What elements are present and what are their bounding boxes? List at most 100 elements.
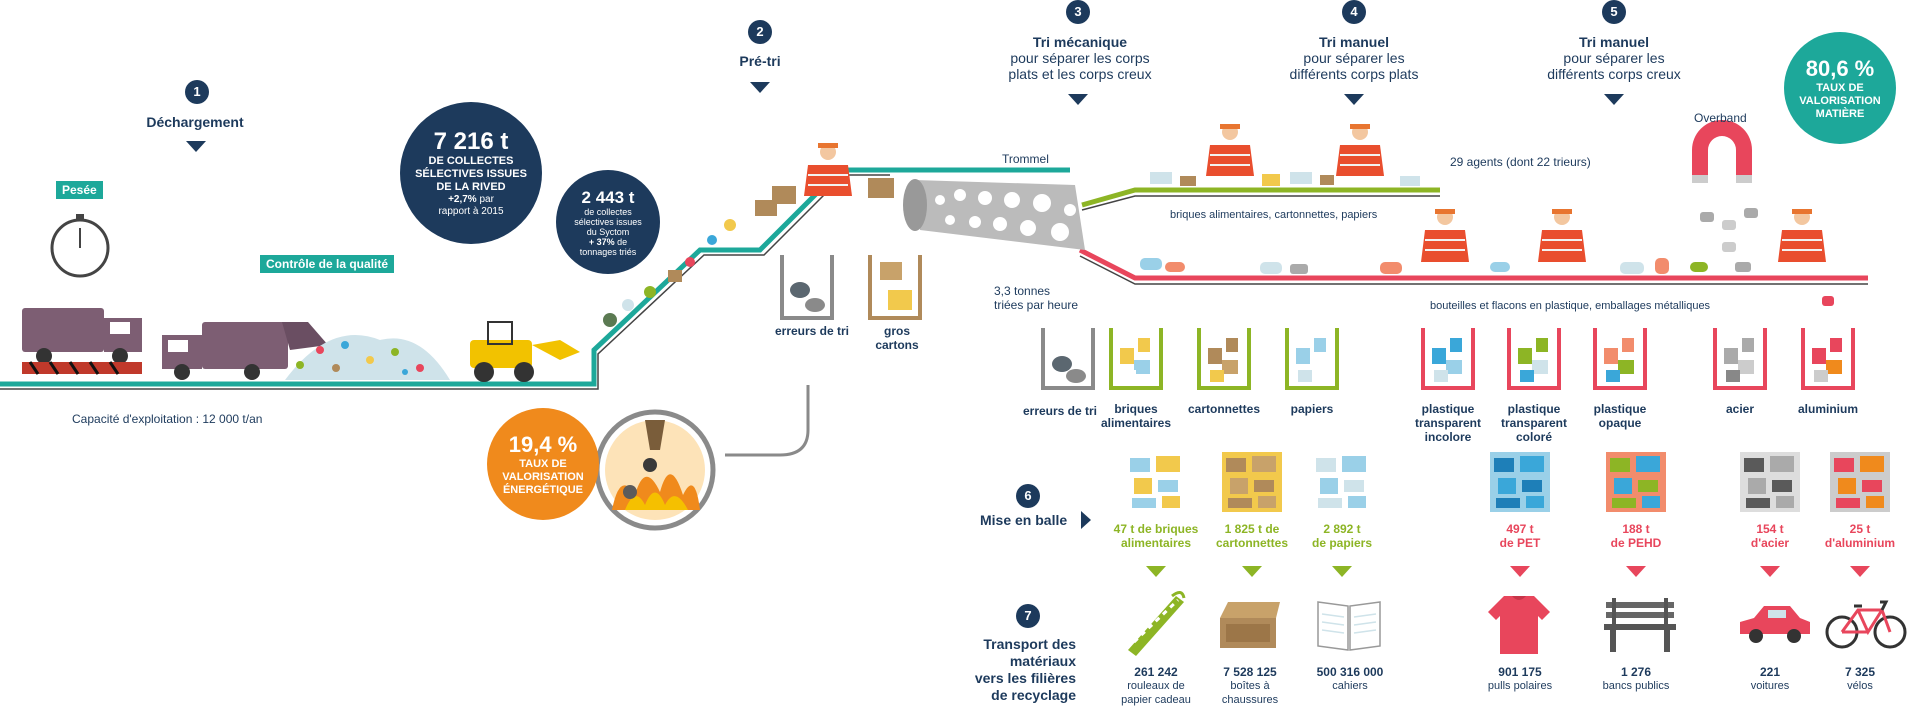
product-icon [1824, 588, 1908, 663]
product-count: 221 [1759, 665, 1781, 679]
bin-icon [1109, 328, 1163, 390]
material-bin-label-line: coloré [1515, 430, 1552, 444]
bale-tonnage-line: 25 t [1849, 522, 1871, 536]
material-bin-label-line: acier [1725, 402, 1755, 416]
hollow-conveyor [1078, 247, 1868, 281]
step-2-number: 2 [748, 20, 772, 44]
material-line1: TAUX DE [1816, 81, 1864, 94]
bin-icon [1197, 328, 1251, 390]
hollow-line-workers [1140, 209, 1826, 274]
rived-value: 7 216 t [433, 127, 509, 155]
presort-errors-label: erreurs de tri [774, 324, 850, 338]
energy-value: 19,4 % [508, 431, 578, 457]
syctom-line5: tonnages triés [579, 246, 637, 257]
bale-icon [1606, 452, 1666, 512]
overband-magnet [1692, 120, 1834, 306]
truck-2 [162, 322, 328, 380]
presort-worker [772, 143, 894, 204]
flat-conveyor [1081, 187, 1440, 208]
syctom-pct-rest: de [614, 236, 628, 247]
step-5-sub2: différents corps creux [1547, 66, 1681, 82]
product-desc-line: cahiers [1332, 680, 1368, 692]
material-value: 80,6 % [1805, 55, 1875, 81]
product-count: 7 325 [1844, 665, 1876, 679]
material-bin [1800, 326, 1856, 397]
bin-icon [1285, 328, 1339, 390]
bin-icon [1507, 328, 1561, 390]
syctom-pct: + 37% [588, 236, 615, 247]
material-bin [1712, 326, 1768, 397]
product-count: 500 316 000 [1316, 665, 1384, 679]
presort-bin-cartons [868, 255, 922, 320]
agents-label: 29 agents (dont 22 trieurs) [1450, 155, 1591, 169]
step-4-title: Tri manuel pour séparer les différents c… [1254, 34, 1454, 82]
bale-tonnage-line: 1 825 t de [1224, 522, 1280, 536]
bale-tonnage-line: alimentaires [1120, 536, 1192, 550]
mech-errors-bin [1041, 328, 1095, 390]
step-7-line4: de recyclage [991, 687, 1076, 703]
syctom-collection-badge: 2 443 t de collectes sélectives issues d… [556, 170, 660, 274]
bale-tonnage-line: d'aluminium [1824, 536, 1896, 550]
bale-icon [1312, 452, 1372, 512]
step-3-arrow-icon [1068, 94, 1088, 105]
step-3-sub2: plats et les corps creux [1008, 66, 1152, 82]
material-bin-label: cartonnettes [1180, 402, 1268, 416]
material-line3: MATIÈRE [1815, 107, 1865, 120]
step-3-title: Tri mécanique pour séparer les corps pla… [980, 34, 1180, 82]
step-6-title: Mise en balle [980, 512, 1068, 528]
product-desc-line: bancs publics [1602, 680, 1670, 692]
bale-arrow-icon [1146, 566, 1166, 577]
product-count: 7 528 125 [1223, 665, 1277, 679]
material-bin [1284, 326, 1340, 397]
material-bin [1108, 326, 1164, 397]
step-4-arrow-icon [1344, 94, 1364, 105]
capacity-label: Capacité d'exploitation : 12 000 t/an [72, 412, 263, 426]
reject-line [725, 385, 810, 457]
step-4-heading: Tri manuel [1318, 34, 1390, 50]
product-count: 1 276 [1620, 665, 1652, 679]
bale-tonnage-line: de PEHD [1610, 536, 1662, 550]
product-icon [1734, 588, 1814, 663]
bale-tonnage-line: 497 t [1506, 522, 1534, 536]
product-desc-line: papier cadeau [1121, 694, 1191, 706]
mech-errors-label: erreurs de tri [1022, 404, 1098, 418]
bin-icon [1713, 328, 1767, 390]
step-4-sub2: différents corps plats [1289, 66, 1419, 82]
step-6-number: 6 [1016, 484, 1040, 508]
material-bin-label-line: plastique [1421, 402, 1475, 416]
presort-cartons-label: gros cartons [875, 324, 919, 352]
energy-recovery-badge: 19,4 % TAUX DE VALORISATION ÉNERGÉTIQUE [487, 408, 599, 520]
material-bin [1196, 326, 1252, 397]
bale-arrow-icon [1760, 566, 1780, 577]
product-count: 901 175 [1498, 665, 1542, 679]
step-3-sub1: pour séparer les corps [1010, 50, 1150, 66]
quality-control-tag: Contrôle de la qualité [260, 255, 395, 273]
material-bin-label-line: incolore [1424, 430, 1472, 444]
scale-dial [50, 214, 110, 278]
step-6-arrow-icon [1081, 511, 1091, 529]
product-desc-line: vélos [1847, 680, 1873, 692]
material-line2: VALORISATION [1799, 94, 1881, 107]
overband-label: Overband [1694, 111, 1747, 125]
step-2-title: Pré-tri [739, 53, 781, 69]
rived-line1: DE COLLECTES [428, 154, 514, 167]
product-icon [1314, 588, 1384, 663]
rived-pct-rest: par [476, 193, 494, 205]
throughput-line2: triées par heure [994, 298, 1079, 312]
incinerator [594, 409, 716, 531]
product-icon [1120, 588, 1190, 663]
material-bin-label-line: briques [1114, 402, 1158, 416]
material-bin-label-line: transparent [1500, 416, 1568, 430]
material-bin [1592, 326, 1648, 397]
